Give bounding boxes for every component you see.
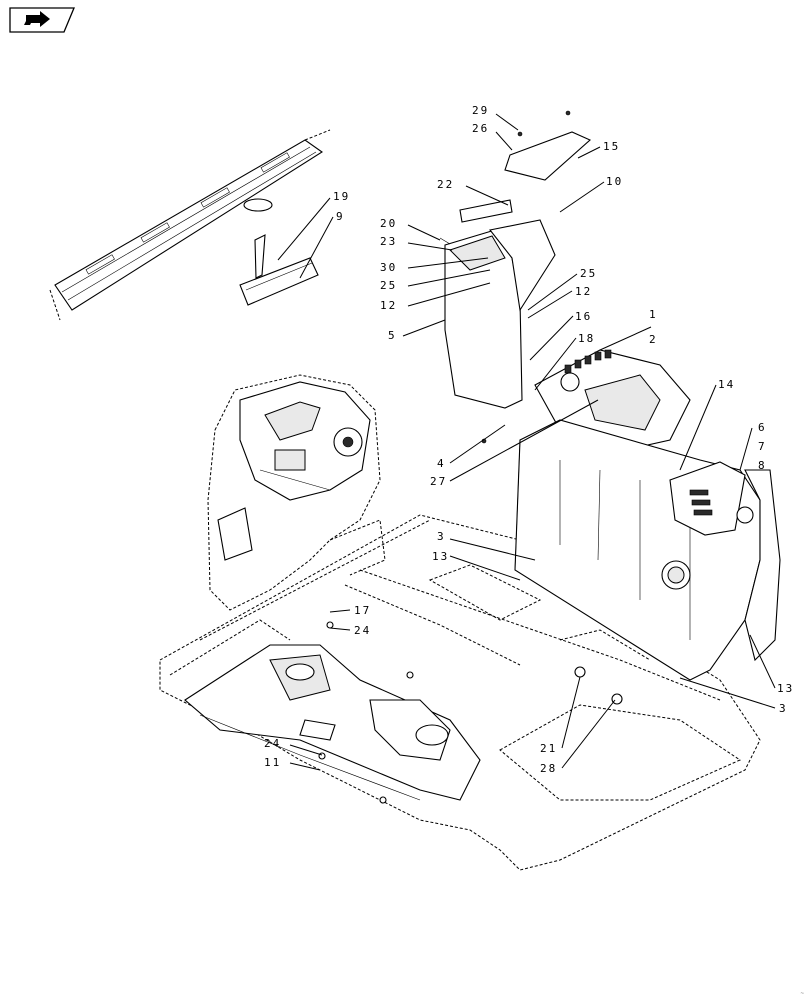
rear-trim-panel xyxy=(514,419,781,681)
callout-labels: 29 26 15 22 10 19 9 20 23 30 25 25 12 12… xyxy=(264,104,794,775)
left-side-console xyxy=(207,374,386,611)
callout-28: 28 xyxy=(540,762,557,775)
callout-4: 4 xyxy=(437,457,446,470)
interior-mirror xyxy=(239,198,319,306)
callout-3: 3 xyxy=(437,530,446,543)
callout-13: 13 xyxy=(432,550,449,563)
callout-13: 13 xyxy=(777,682,794,695)
callout-14: 14 xyxy=(718,378,735,391)
callout-25: 25 xyxy=(380,279,397,292)
callout-6: 6 xyxy=(758,421,767,434)
callout-10: 10 xyxy=(606,175,623,188)
callout-15: 15 xyxy=(603,140,620,153)
callout-30: 30 xyxy=(380,261,397,274)
callout-23: 23 xyxy=(380,235,397,248)
callout-12: 12 xyxy=(380,299,397,312)
callout-1: 1 xyxy=(649,308,658,321)
fasteners xyxy=(318,110,623,804)
callout-20: 20 xyxy=(380,217,397,230)
callout-18: 18 xyxy=(578,332,595,345)
callout-22: 22 xyxy=(437,178,454,191)
floor-storage-tray xyxy=(184,644,481,801)
callout-7: 7 xyxy=(758,440,767,453)
callout-19: 19 xyxy=(333,190,350,203)
callout-5: 5 xyxy=(388,329,397,342)
callout-3: 3 xyxy=(779,702,788,715)
callout-29: 29 xyxy=(472,104,489,117)
callout-2: 2 xyxy=(649,333,658,346)
callout-25: 25 xyxy=(580,267,597,280)
callout-26: 26 xyxy=(472,122,489,135)
callout-17: 17 xyxy=(354,604,371,617)
page-marker: ~ xyxy=(800,991,804,997)
callout-16: 16 xyxy=(575,310,592,323)
callout-12: 12 xyxy=(575,285,592,298)
roof-front-rail xyxy=(49,129,331,321)
page-navigation-arrow-icon[interactable] xyxy=(6,5,76,35)
callout-21: 21 xyxy=(540,742,557,755)
callout-9: 9 xyxy=(336,210,345,223)
callout-8: 8 xyxy=(758,459,767,472)
callout-24: 24 xyxy=(354,624,371,637)
callout-27: 27 xyxy=(430,475,447,488)
callout-11: 11 xyxy=(264,756,281,769)
right-pillar-trim-assembly xyxy=(439,131,592,409)
callout-leaders xyxy=(277,113,776,771)
callout-24: 24 xyxy=(264,737,281,750)
